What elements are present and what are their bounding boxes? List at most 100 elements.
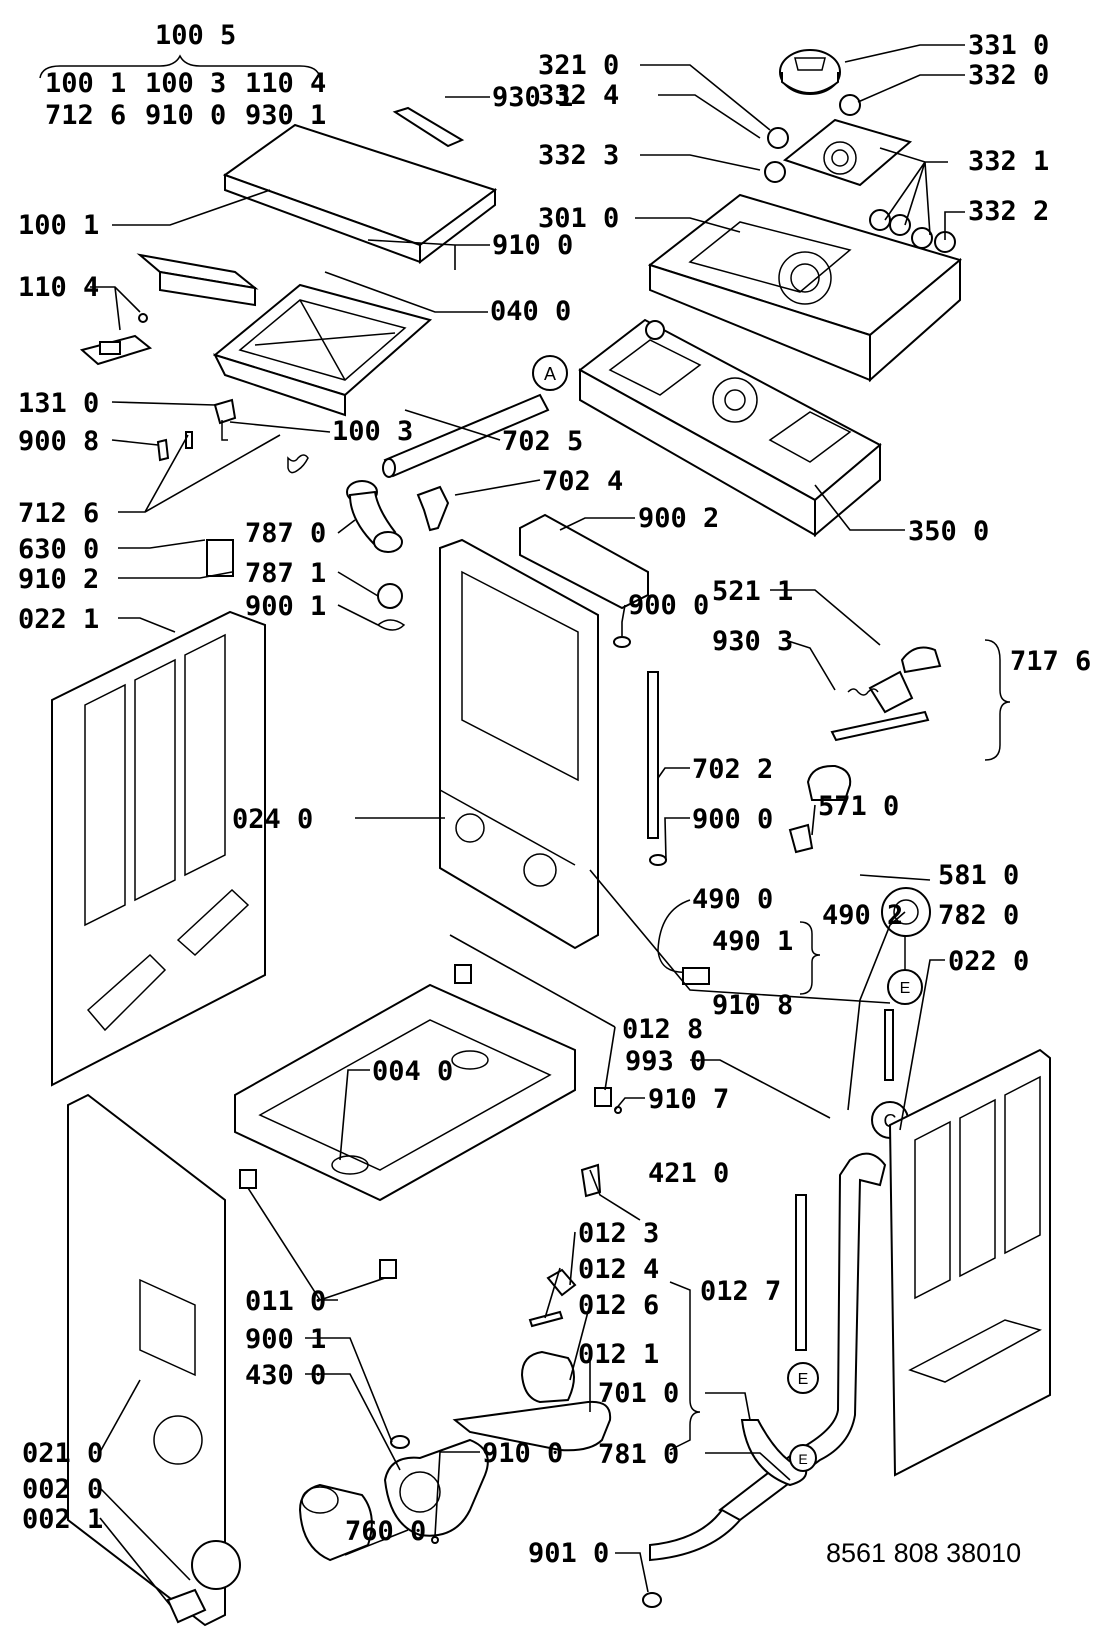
part-label-3010: 301 0 bbox=[538, 203, 620, 234]
hinge-strip-part bbox=[392, 106, 465, 148]
cap-9000b-part bbox=[649, 854, 667, 866]
part-label-9303: 930 3 bbox=[712, 626, 794, 657]
part-label-0110: 011 0 bbox=[245, 1286, 327, 1317]
part-label-7810: 781 0 bbox=[598, 1439, 680, 1470]
group-bracket bbox=[39, 54, 321, 79]
part-label-3320: 332 0 bbox=[968, 60, 1050, 91]
part-label-0040: 004 0 bbox=[372, 1056, 454, 1087]
callout-e-low-text: E bbox=[798, 1451, 807, 1467]
tube-7022-part bbox=[647, 671, 659, 839]
cable-4900-part bbox=[657, 899, 691, 974]
holder-0126-part bbox=[520, 1350, 575, 1404]
spring-9303-part bbox=[847, 688, 879, 696]
part-label-0220: 022 0 bbox=[948, 946, 1030, 977]
callout-e-low bbox=[789, 1444, 817, 1472]
drawing-number: 8561 808 38010 bbox=[826, 1538, 1022, 1568]
plate-5211-part bbox=[868, 670, 914, 714]
group-label-1005: 100 5 bbox=[155, 20, 237, 51]
lid-part bbox=[222, 123, 498, 265]
part-label-4300: 430 0 bbox=[245, 1360, 327, 1391]
part-label-9008: 900 8 bbox=[18, 426, 100, 457]
bracket-9002-part bbox=[519, 513, 649, 610]
actuator-part bbox=[900, 646, 942, 674]
callout-a-circle bbox=[532, 355, 568, 391]
latch-part bbox=[79, 334, 153, 366]
clip-4901-part bbox=[682, 967, 710, 985]
cap-9000a-part bbox=[613, 636, 631, 648]
sensor-0123-part bbox=[546, 1268, 577, 1297]
part-label-0221: 022 1 bbox=[18, 604, 100, 635]
callout-e-mid bbox=[787, 1362, 819, 1394]
part-label-0021: 002 1 bbox=[22, 1504, 104, 1535]
bracket-7176 bbox=[984, 639, 1011, 761]
part-label-7600: 760 0 bbox=[345, 1516, 427, 1547]
lever-0121-part bbox=[452, 1400, 612, 1452]
part-label-0124: 012 4 bbox=[578, 1254, 660, 1285]
clamp-9001-part bbox=[377, 619, 406, 631]
part-label-3324: 332 4 bbox=[538, 80, 620, 111]
part-label-3500: 350 0 bbox=[908, 516, 990, 547]
front-trim-part bbox=[136, 253, 259, 307]
hose-9010-part bbox=[649, 1508, 742, 1562]
part-label-9001b: 900 1 bbox=[245, 1324, 327, 1355]
part-label-9108: 910 8 bbox=[712, 990, 794, 1021]
filter-7871-part bbox=[377, 583, 403, 609]
bracket-0127 bbox=[669, 1281, 701, 1451]
clip-9001b-part bbox=[390, 1435, 410, 1449]
part-label-7126: 712 6 bbox=[18, 498, 100, 529]
leader-lines bbox=[90, 44, 965, 1606]
part-label-0400: 040 0 bbox=[490, 296, 572, 327]
part-label-3322: 332 2 bbox=[968, 196, 1050, 227]
part-label-9002: 900 2 bbox=[638, 503, 720, 534]
belt-7820-part bbox=[884, 1009, 894, 1081]
part-label-9107: 910 7 bbox=[648, 1084, 730, 1115]
part-label-9100a: 910 0 bbox=[492, 230, 574, 261]
part-label-0240: 024 0 bbox=[232, 804, 314, 835]
part-label-0123: 012 3 bbox=[578, 1218, 660, 1249]
screw-9100b-part bbox=[431, 1536, 439, 1544]
part-label-3321: 332 1 bbox=[968, 146, 1050, 177]
clip-0021-part bbox=[166, 1588, 207, 1624]
pump-4300-part bbox=[383, 1438, 489, 1537]
callout-a-text: A bbox=[544, 364, 556, 384]
base-frame-part bbox=[234, 983, 576, 1202]
spring-part bbox=[287, 454, 309, 474]
part-label-0127: 012 7 bbox=[700, 1276, 782, 1307]
part-label-1310: 131 0 bbox=[18, 388, 100, 419]
part-label-9000a: 900 0 bbox=[628, 590, 710, 621]
side-panel-right-part bbox=[888, 1048, 1051, 1477]
callout-e-top-text: E bbox=[900, 980, 911, 997]
lock-switch-part bbox=[213, 398, 237, 441]
clip-9010-part bbox=[642, 1592, 662, 1608]
bracket-630-part bbox=[206, 539, 234, 577]
part-label-9301: 930 1 bbox=[492, 82, 574, 113]
capacitor-4210-part bbox=[580, 1163, 602, 1198]
knob-part bbox=[779, 49, 841, 95]
bellows-part bbox=[346, 480, 403, 553]
part-label-5810: 581 0 bbox=[938, 860, 1020, 891]
group-item-1001: 100 1 bbox=[45, 68, 127, 99]
part-label-4902: 490 2 bbox=[822, 900, 904, 931]
hose-7024-part bbox=[416, 485, 450, 532]
part-label-7024: 702 4 bbox=[542, 466, 624, 497]
part-label-7870: 787 0 bbox=[245, 518, 327, 549]
electronic-board-part bbox=[578, 318, 882, 538]
group-item-1003: 100 3 bbox=[145, 68, 227, 99]
part-label-0210: 021 0 bbox=[22, 1438, 104, 1469]
part-label-9000b: 900 0 bbox=[692, 804, 774, 835]
hose-7010-part bbox=[740, 1419, 808, 1487]
side-panel-left-part bbox=[51, 610, 266, 1087]
group-item-9301: 930 1 bbox=[245, 100, 327, 131]
part-label-0128: 012 8 bbox=[622, 1014, 704, 1045]
pin-part bbox=[185, 431, 193, 449]
panel-decal-part bbox=[782, 118, 913, 187]
lid-frame-part bbox=[212, 283, 433, 417]
pulley-5810-part bbox=[881, 887, 931, 937]
cover-0020-part bbox=[191, 1540, 241, 1590]
part-label-3310: 331 0 bbox=[968, 30, 1050, 61]
tube-7010-part bbox=[795, 1194, 807, 1351]
part-label-7025: 702 5 bbox=[502, 426, 584, 457]
part-label-1001: 100 1 bbox=[18, 210, 100, 241]
